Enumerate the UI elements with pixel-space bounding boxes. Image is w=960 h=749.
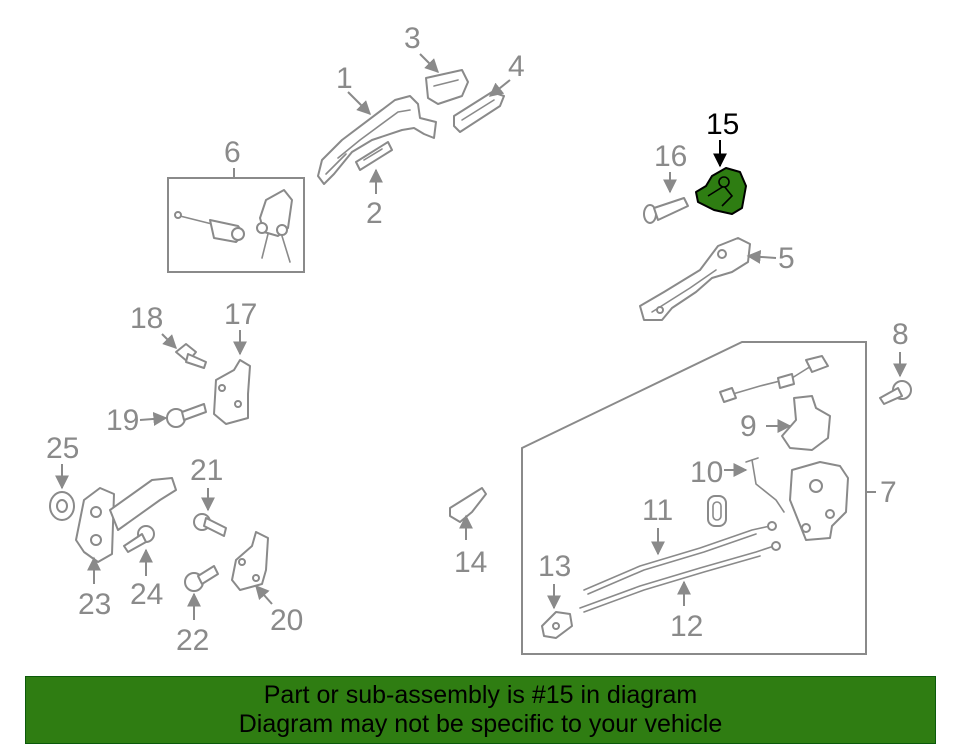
part-1-outer-handle[interactable] — [317, 95, 437, 185]
part-11-cable[interactable] — [583, 521, 777, 595]
callout-8: 8 — [892, 318, 909, 351]
callout-19: 19 — [106, 404, 139, 437]
part-12-cable[interactable] — [579, 541, 781, 613]
leader-4 — [488, 79, 511, 97]
callout-4: 4 — [508, 50, 525, 83]
callout-25: 25 — [46, 432, 79, 465]
part-22-bolt[interactable] — [184, 565, 219, 592]
callout-2: 2 — [366, 197, 383, 230]
callout-16: 16 — [654, 140, 687, 173]
part-14-trim-piece[interactable] — [449, 487, 487, 523]
part-17-hinge[interactable] — [213, 359, 251, 425]
part-6-lock-cylinder-keys[interactable] — [174, 189, 293, 263]
part-5-inner-handle-frame[interactable] — [639, 237, 751, 321]
part-7-wiring-harness[interactable] — [719, 355, 829, 403]
part-8-bolt[interactable] — [879, 380, 912, 405]
callout-7: 7 — [880, 476, 897, 509]
leader-5 — [746, 249, 777, 264]
banner-line-1: Part or sub-assembly is #15 in diagram — [263, 681, 698, 709]
part-4-gasket[interactable] — [453, 91, 505, 133]
part-7-box — [521, 341, 867, 655]
parts-diagram: 1 2 3 4 6 15 16 — [46, 22, 912, 657]
part-2-handle-pad[interactable] — [355, 141, 393, 171]
callout-15: 15 — [706, 108, 739, 141]
part-grommet[interactable] — [707, 495, 727, 527]
callout-5: 5 — [778, 242, 795, 275]
part-18-bolt[interactable] — [175, 343, 207, 369]
part-16-bolt[interactable] — [643, 197, 689, 224]
part-25-nut[interactable] — [49, 491, 75, 521]
callout-23: 23 — [78, 588, 111, 621]
part-13-clip[interactable] — [541, 611, 573, 639]
callout-18: 18 — [130, 302, 163, 335]
callout-14: 14 — [454, 546, 487, 579]
callout-9: 9 — [740, 410, 757, 443]
callout-6: 6 — [224, 136, 241, 169]
part-7-door-latch[interactable] — [789, 461, 849, 541]
part-23-door-check[interactable] — [75, 477, 177, 563]
callout-22: 22 — [176, 624, 209, 657]
part-21-bolt[interactable] — [193, 513, 227, 537]
part-24-bolt[interactable] — [123, 525, 155, 553]
leader-18 — [161, 333, 177, 349]
callout-3: 3 — [404, 22, 421, 55]
part-info-banner: Part or sub-assembly is #15 in diagram D… — [25, 676, 936, 744]
callout-24: 24 — [130, 578, 163, 611]
callout-11: 11 — [642, 494, 673, 527]
leader-1 — [347, 91, 371, 115]
part-10-rod[interactable] — [745, 457, 785, 513]
leader-20 — [255, 584, 273, 605]
callout-21: 21 — [190, 454, 223, 487]
part-15-highlighted-bracket[interactable] — [695, 167, 747, 215]
callout-10: 10 — [690, 456, 723, 489]
callout-20: 20 — [270, 604, 303, 637]
callout-1: 1 — [336, 62, 353, 95]
part-20-lower-hinge[interactable] — [231, 531, 269, 591]
callout-12: 12 — [670, 610, 703, 643]
callout-13: 13 — [538, 550, 571, 583]
banner-line-2: Diagram may not be specific to your vehi… — [238, 710, 723, 738]
part-19-bolt[interactable] — [166, 403, 207, 428]
leader-19 — [139, 411, 168, 426]
leader-3 — [419, 53, 439, 73]
callout-17: 17 — [224, 298, 257, 331]
part-6-box — [167, 177, 305, 273]
part-3-handle-cap[interactable] — [425, 69, 469, 105]
part-9-latch-cover[interactable] — [781, 395, 831, 451]
